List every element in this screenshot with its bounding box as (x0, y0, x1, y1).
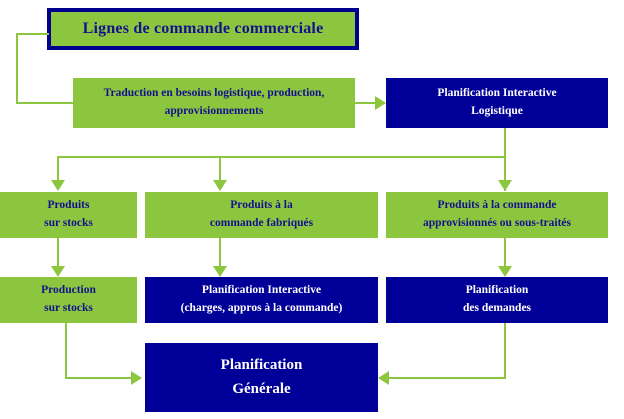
box-pss-line-2: sur stocks (44, 217, 93, 229)
connector-approvisionnes-down (504, 238, 506, 268)
connector-right-to-generale-vertical (504, 323, 506, 379)
box-produits-commande-fabriques: Produits à la commande fabriqués (145, 192, 378, 238)
arrow-into-production-sur-stocks (51, 266, 65, 277)
connector-distribution-bus (57, 156, 506, 158)
box-planification-generale: Planification Générale (145, 343, 378, 412)
box-pca-line-2: approvisionnés ou sous-traités (422, 217, 572, 229)
box-traduction-line-2: approvisionnements (164, 105, 264, 117)
connector-title-to-traduction-vertical (16, 33, 18, 104)
box-pca-line-1: Produits à la commande (437, 199, 557, 212)
arrow-into-generale-right (378, 371, 389, 385)
box-pic-line-2: (charges, appros à la commande) (180, 302, 343, 314)
box-planification-interactive-logistique: Planification Interactive Logistique (386, 78, 608, 128)
box-traduction: Traduction en besoins logistique, produc… (73, 78, 355, 128)
arrow-into-planification-demandes (498, 266, 512, 277)
box-produits-commande-approvisionnes: Produits à la commande approvisionnés ou… (386, 192, 608, 238)
box-pil-line-1: Planification Interactive (437, 87, 557, 100)
box-pdd-line-2: des demandes (462, 302, 532, 314)
connector-logistique-down (504, 128, 506, 191)
box-prod-line-2: sur stocks (44, 302, 93, 314)
box-pil-line-2: Logistique (471, 105, 523, 117)
box-pic-line-1: Planification Interactive (201, 284, 322, 297)
box-pcf-line-2: commande fabriqués (209, 217, 314, 229)
arrow-into-produits-sur-stocks (51, 180, 65, 191)
arrow-into-logistique (375, 96, 386, 110)
connector-right-to-generale-horizontal (389, 377, 506, 379)
connector-traduction-to-logistique (355, 102, 385, 104)
connector-bus-drop-left (57, 156, 59, 181)
title-banner: Lignes de commande commerciale (47, 8, 359, 50)
arrow-into-generale-left (131, 371, 142, 385)
connector-left-to-generale-vertical (65, 323, 67, 379)
box-pg-line-2: Générale (232, 380, 291, 397)
connector-fabriques-down (219, 238, 221, 268)
connector-title-to-traduction-top (16, 33, 49, 35)
connector-bus-drop-middle (219, 156, 221, 181)
box-prod-line-1: Production (41, 284, 96, 297)
box-pdd-line-1: Planification (465, 284, 529, 297)
box-planification-interactive-charges: Planification Interactive (charges, appr… (145, 277, 378, 323)
box-traduction-line-1: Traduction en besoins logistique, produc… (103, 87, 325, 100)
box-production-sur-stocks: Production sur stocks (0, 277, 137, 323)
arrow-into-produits-commande-approvisionnes (498, 180, 512, 191)
box-planification-des-demandes: Planification des demandes (386, 277, 608, 323)
box-pss-line-1: Produits (47, 199, 90, 212)
connector-stocks-down (57, 238, 59, 268)
arrow-into-planification-charges (213, 266, 227, 277)
box-pcf-line-1: Produits à la (230, 199, 293, 212)
box-produits-sur-stocks: Produits sur stocks (0, 192, 137, 238)
arrow-into-produits-commande-fabriques (213, 180, 227, 191)
box-pg-line-1: Planification (220, 357, 303, 374)
connector-left-to-generale-horizontal (65, 377, 133, 379)
